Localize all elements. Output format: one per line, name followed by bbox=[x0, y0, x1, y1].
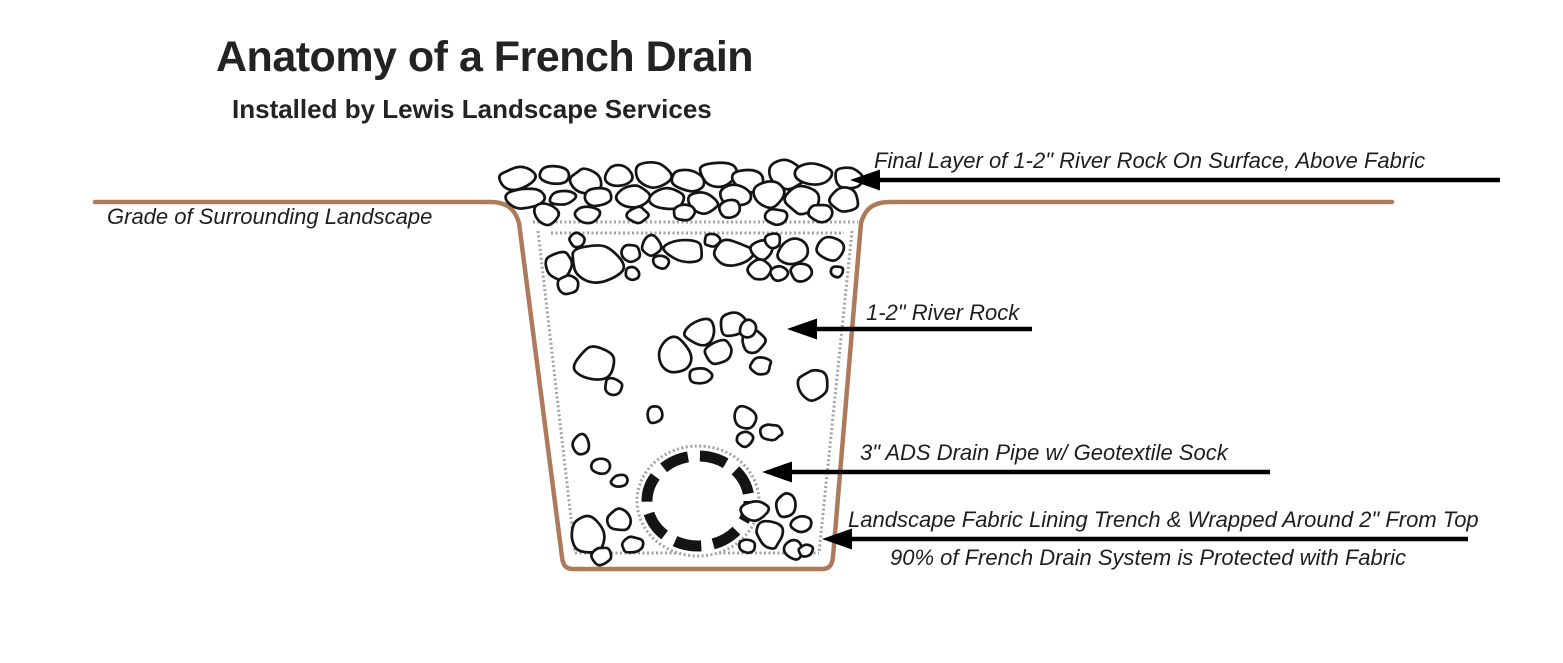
rock bbox=[609, 473, 629, 488]
rock bbox=[548, 189, 578, 206]
rock bbox=[532, 202, 561, 227]
rock bbox=[568, 167, 603, 195]
grade-line bbox=[92, 199, 1395, 572]
callout-arrow-head bbox=[850, 169, 880, 191]
rock bbox=[738, 318, 758, 339]
rock bbox=[739, 499, 771, 523]
rock bbox=[746, 258, 773, 281]
rock bbox=[712, 238, 755, 267]
drain-pipe bbox=[635, 444, 761, 558]
rock bbox=[571, 244, 626, 284]
rock bbox=[834, 166, 864, 190]
rock bbox=[698, 161, 738, 189]
rock bbox=[748, 356, 773, 376]
diagram-title: Anatomy of a French Drain bbox=[216, 33, 754, 81]
rock bbox=[755, 519, 785, 550]
rock bbox=[763, 232, 782, 250]
rock bbox=[758, 423, 784, 442]
diagram-subtitle: Installed by Lewis Landscape Services bbox=[232, 94, 712, 124]
callout-arrow-head bbox=[822, 528, 852, 550]
rock bbox=[583, 186, 613, 208]
rock bbox=[789, 262, 814, 283]
rock bbox=[769, 264, 790, 283]
label-drain-pipe: 3" ADS Drain Pipe w/ Geotextile Sock bbox=[860, 440, 1228, 465]
rock bbox=[603, 376, 624, 397]
pipe-dashed-wall bbox=[641, 450, 755, 552]
rock bbox=[634, 160, 673, 189]
rock bbox=[571, 432, 591, 456]
rock bbox=[672, 203, 697, 222]
rock bbox=[603, 163, 634, 188]
rock bbox=[776, 237, 810, 266]
rock bbox=[651, 254, 671, 270]
label-surface-rock: Final Layer of 1-2" River Rock On Surfac… bbox=[874, 148, 1426, 173]
rock bbox=[614, 184, 652, 209]
rock bbox=[556, 274, 580, 296]
rock bbox=[828, 186, 860, 213]
rock bbox=[640, 233, 663, 258]
rock bbox=[620, 243, 642, 264]
rock bbox=[620, 535, 645, 554]
rock bbox=[774, 491, 797, 519]
rock bbox=[815, 235, 846, 262]
rock bbox=[829, 265, 845, 279]
rock bbox=[568, 231, 586, 249]
rock bbox=[703, 338, 733, 366]
rock bbox=[497, 165, 537, 192]
rock bbox=[683, 317, 716, 347]
rock bbox=[572, 345, 616, 381]
rock bbox=[763, 207, 789, 227]
rock bbox=[737, 538, 757, 555]
label-arrows bbox=[762, 169, 1500, 550]
rock bbox=[735, 430, 755, 449]
trench-rock-fill bbox=[544, 231, 846, 488]
label-fabric-note: 90% of French Drain System is Protected … bbox=[890, 545, 1406, 570]
label-grade: Grade of Surrounding Landscape bbox=[107, 204, 433, 229]
callout-arrow-head bbox=[762, 461, 792, 483]
fabric-left-wall bbox=[536, 230, 577, 554]
geotextile-sock bbox=[635, 444, 761, 558]
rock bbox=[752, 180, 786, 210]
rock bbox=[688, 367, 714, 385]
rock bbox=[589, 457, 612, 476]
label-fabric: Landscape Fabric Lining Trench & Wrapped… bbox=[848, 507, 1479, 532]
rock bbox=[544, 250, 574, 282]
rock bbox=[796, 368, 829, 403]
rock bbox=[573, 205, 602, 225]
rock bbox=[793, 162, 834, 186]
bottom-rock-fill bbox=[570, 491, 815, 567]
surface-rock-layer bbox=[497, 158, 864, 227]
rock bbox=[538, 164, 571, 186]
rock bbox=[605, 507, 633, 532]
rock bbox=[657, 335, 693, 374]
rock bbox=[625, 205, 650, 225]
label-river-rock: 1-2" River Rock bbox=[866, 300, 1020, 325]
rock bbox=[662, 238, 704, 264]
rock bbox=[670, 168, 706, 193]
rock bbox=[789, 514, 813, 534]
rock bbox=[646, 405, 664, 425]
rock bbox=[807, 203, 834, 224]
rock bbox=[590, 546, 613, 567]
callout-arrow-head bbox=[787, 318, 817, 340]
rock bbox=[733, 404, 758, 430]
rock bbox=[624, 265, 641, 282]
rock bbox=[717, 198, 742, 220]
rock bbox=[797, 543, 815, 558]
